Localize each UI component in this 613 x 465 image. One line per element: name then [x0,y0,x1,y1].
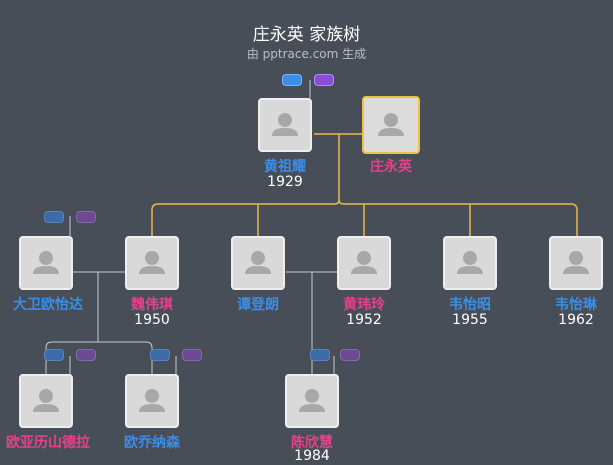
grandchildren-bar-left [45,341,153,374]
avatar-icon [351,251,377,274]
person-name[interactable]: 欧亚历山德拉 [6,435,90,451]
expand-parents-toggle-purple[interactable] [76,211,96,223]
person-year: 1962 [558,312,594,328]
expand-parents-toggle-blue[interactable] [310,349,330,361]
person-name[interactable]: 韦怡昭 [449,297,491,313]
avatar-icon [272,113,298,136]
person-year: 1955 [452,312,488,328]
expand-ancestors-toggle-purple[interactable] [314,74,334,86]
expand-parents-toggle-purple[interactable] [182,349,202,361]
person-card-ouqiao[interactable] [125,374,179,428]
person-year: 1952 [346,312,382,328]
person-card-david[interactable] [19,236,73,290]
person-card-zhuang-yongying[interactable] [362,96,420,154]
person-year: 1929 [267,174,303,190]
person-name[interactable]: 陈欣慧 [291,435,333,451]
expand-parents-toggle-blue[interactable] [44,211,64,223]
avatar-icon [378,113,404,136]
person-name[interactable]: 欧乔纳森 [124,435,180,451]
avatar-icon [457,251,483,274]
expand-ancestors-toggle-blue[interactable] [282,74,302,86]
avatar-icon [33,389,59,412]
person-year: 1950 [134,312,170,328]
person-card-chen-xinhui[interactable] [285,374,339,428]
person-name[interactable]: 黄祖耀 [264,159,306,175]
person-card-ouya[interactable] [19,374,73,428]
avatar-icon [139,251,165,274]
expand-parents-toggle-purple[interactable] [340,349,360,361]
person-name[interactable]: 韦怡琳 [555,297,597,313]
avatar-icon [563,251,589,274]
children-bar [151,199,578,236]
avatar-icon [299,389,325,412]
person-name[interactable]: 魏伟琪 [131,297,173,313]
person-name[interactable]: 庄永英 [370,159,412,175]
person-card-wei-yizhao[interactable] [443,236,497,290]
page-title: 庄永英 家族树 [252,25,361,45]
avatar-icon [139,389,165,412]
person-name[interactable]: 大卫欧怡达 [13,297,83,313]
expand-parents-toggle-blue[interactable] [150,349,170,361]
person-card-tan-denglang[interactable] [231,236,285,290]
avatar-icon [33,251,59,274]
expand-parents-toggle-blue[interactable] [44,349,64,361]
expand-parents-toggle-purple[interactable] [76,349,96,361]
person-card-wei-weiqi[interactable] [125,236,179,290]
page-subtitle: 由 pptrace.com 生成 [246,47,367,61]
person-card-huang-weiling[interactable] [337,236,391,290]
person-name[interactable]: 黄玮玲 [343,297,385,313]
person-card-huang-zuyao[interactable] [258,98,312,152]
person-card-wei-yilin[interactable] [549,236,603,290]
avatar-icon [245,251,271,274]
person-name[interactable]: 谭登朗 [237,297,279,313]
person-year: 1984 [294,448,330,464]
